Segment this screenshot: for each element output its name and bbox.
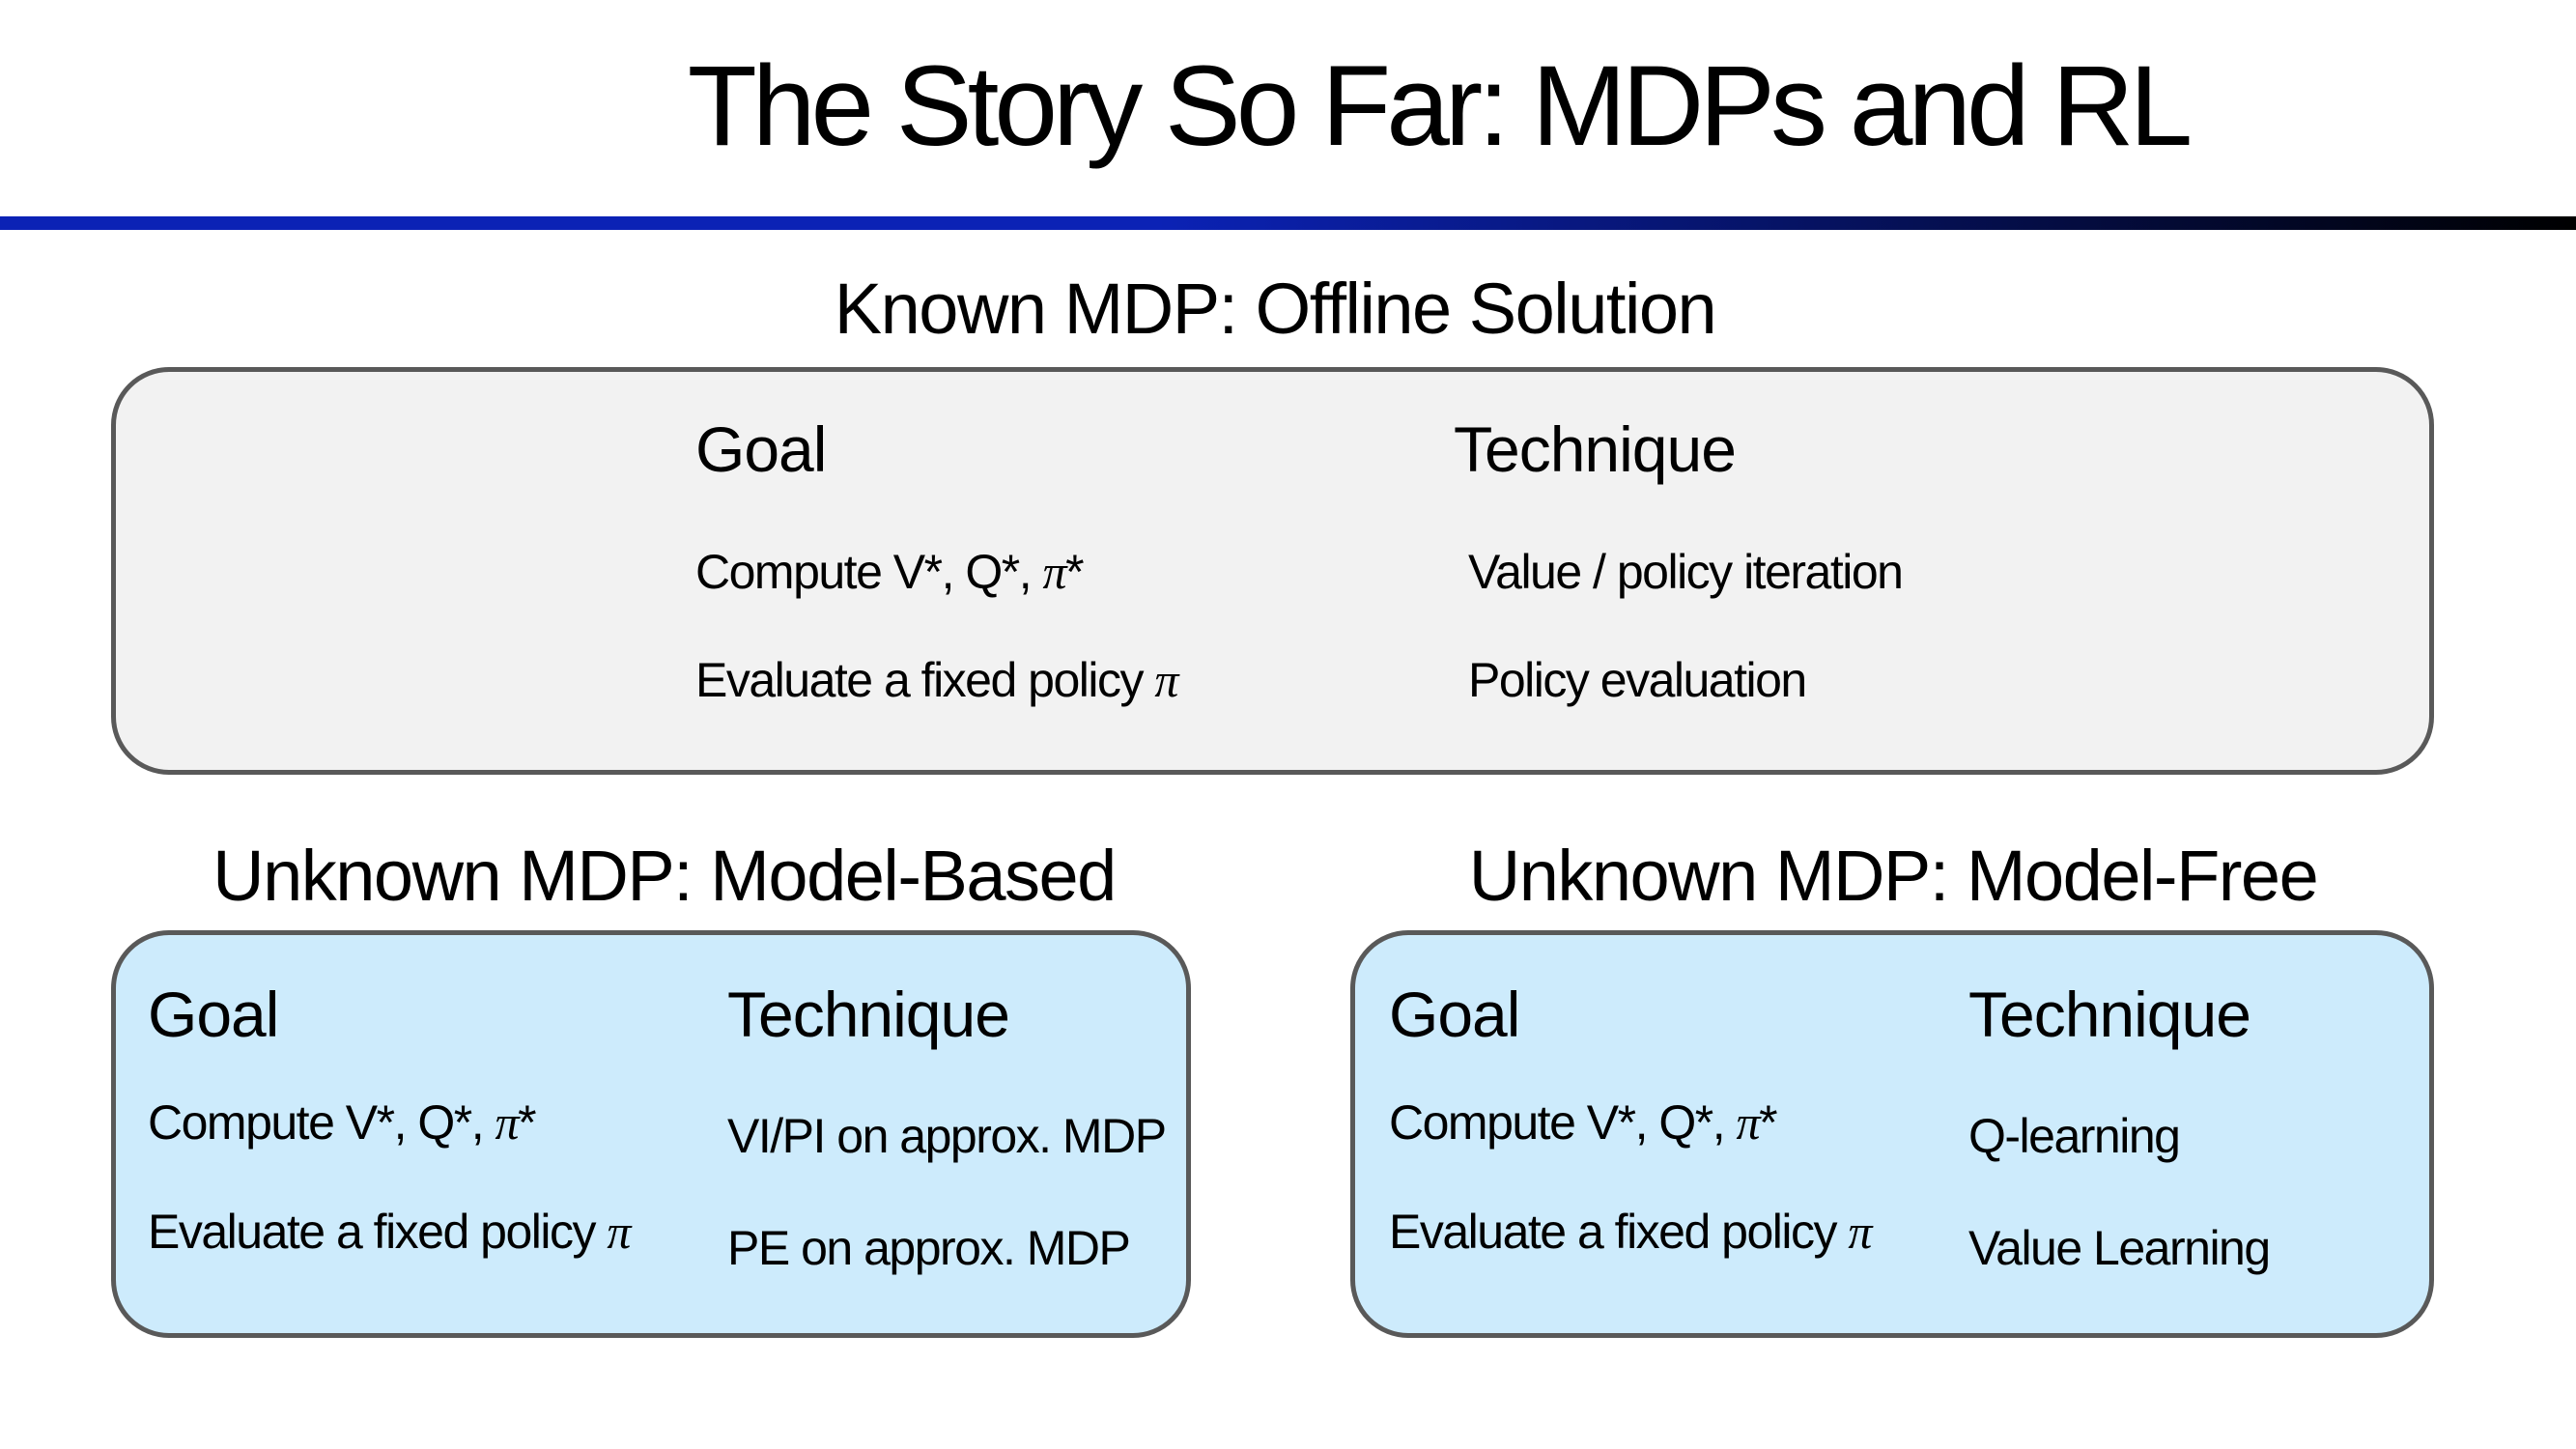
known-mdp-technique-row-1: Value / policy iteration bbox=[1468, 545, 1904, 599]
known-mdp-goal-row-1: Compute V*, Q*, π* bbox=[695, 543, 1085, 601]
pi-symbol: π bbox=[1736, 1095, 1761, 1150]
model-based-goal-header: Goal bbox=[148, 979, 279, 1050]
known-mdp-panel bbox=[111, 367, 2434, 775]
goal-suffix: * bbox=[518, 1095, 536, 1150]
known-mdp-technique-header: Technique bbox=[1454, 413, 1737, 485]
known-mdp-goal-header: Goal bbox=[695, 413, 827, 485]
pi-symbol: π bbox=[607, 1205, 631, 1259]
model-free-heading: Unknown MDP: Model-Free bbox=[1468, 836, 2319, 916]
goal-text: Compute V*, Q*, bbox=[695, 545, 1043, 599]
model-free-technique-header: Technique bbox=[1968, 979, 2251, 1050]
pi-symbol: π bbox=[1154, 653, 1178, 707]
goal-text: Evaluate a fixed policy bbox=[1389, 1205, 1849, 1259]
known-mdp-heading: Known MDP: Offline Solution bbox=[834, 269, 1717, 349]
known-mdp-goal-row-2: Evaluate a fixed policy π bbox=[695, 651, 1178, 709]
model-based-goal-row-1: Compute V*, Q*, π* bbox=[148, 1094, 537, 1151]
model-free-technique-row-2: Value Learning bbox=[1968, 1221, 2271, 1275]
model-based-technique-header: Technique bbox=[727, 979, 1010, 1050]
goal-suffix: * bbox=[1759, 1095, 1777, 1150]
goal-text: Evaluate a fixed policy bbox=[695, 653, 1155, 707]
goal-text: Compute V*, Q*, bbox=[148, 1095, 495, 1150]
goal-text: Evaluate a fixed policy bbox=[148, 1205, 608, 1259]
title-divider bbox=[0, 216, 2576, 230]
model-based-heading: Unknown MDP: Model-Based bbox=[212, 836, 1117, 916]
model-based-panel bbox=[111, 930, 1191, 1338]
model-free-goal-row-2: Evaluate a fixed policy π bbox=[1389, 1203, 1872, 1261]
known-mdp-technique-row-2: Policy evaluation bbox=[1468, 653, 1807, 707]
pi-symbol: π bbox=[495, 1095, 520, 1150]
model-based-technique-row-2: PE on approx. MDP bbox=[727, 1221, 1131, 1275]
model-free-panel bbox=[1350, 930, 2434, 1338]
pi-symbol: π bbox=[1848, 1205, 1872, 1259]
goal-suffix: * bbox=[1065, 545, 1084, 599]
model-free-goal-header: Goal bbox=[1389, 979, 1520, 1050]
model-free-goal-row-1: Compute V*, Q*, π* bbox=[1389, 1094, 1778, 1151]
goal-text: Compute V*, Q*, bbox=[1389, 1095, 1737, 1150]
model-free-technique-row-1: Q-learning bbox=[1968, 1109, 2181, 1163]
model-based-technique-row-1: VI/PI on approx. MDP bbox=[727, 1109, 1167, 1163]
slide-title: The Story So Far: MDPs and RL bbox=[687, 43, 2194, 170]
model-based-goal-row-2: Evaluate a fixed policy π bbox=[148, 1203, 631, 1261]
pi-symbol: π bbox=[1042, 545, 1067, 599]
